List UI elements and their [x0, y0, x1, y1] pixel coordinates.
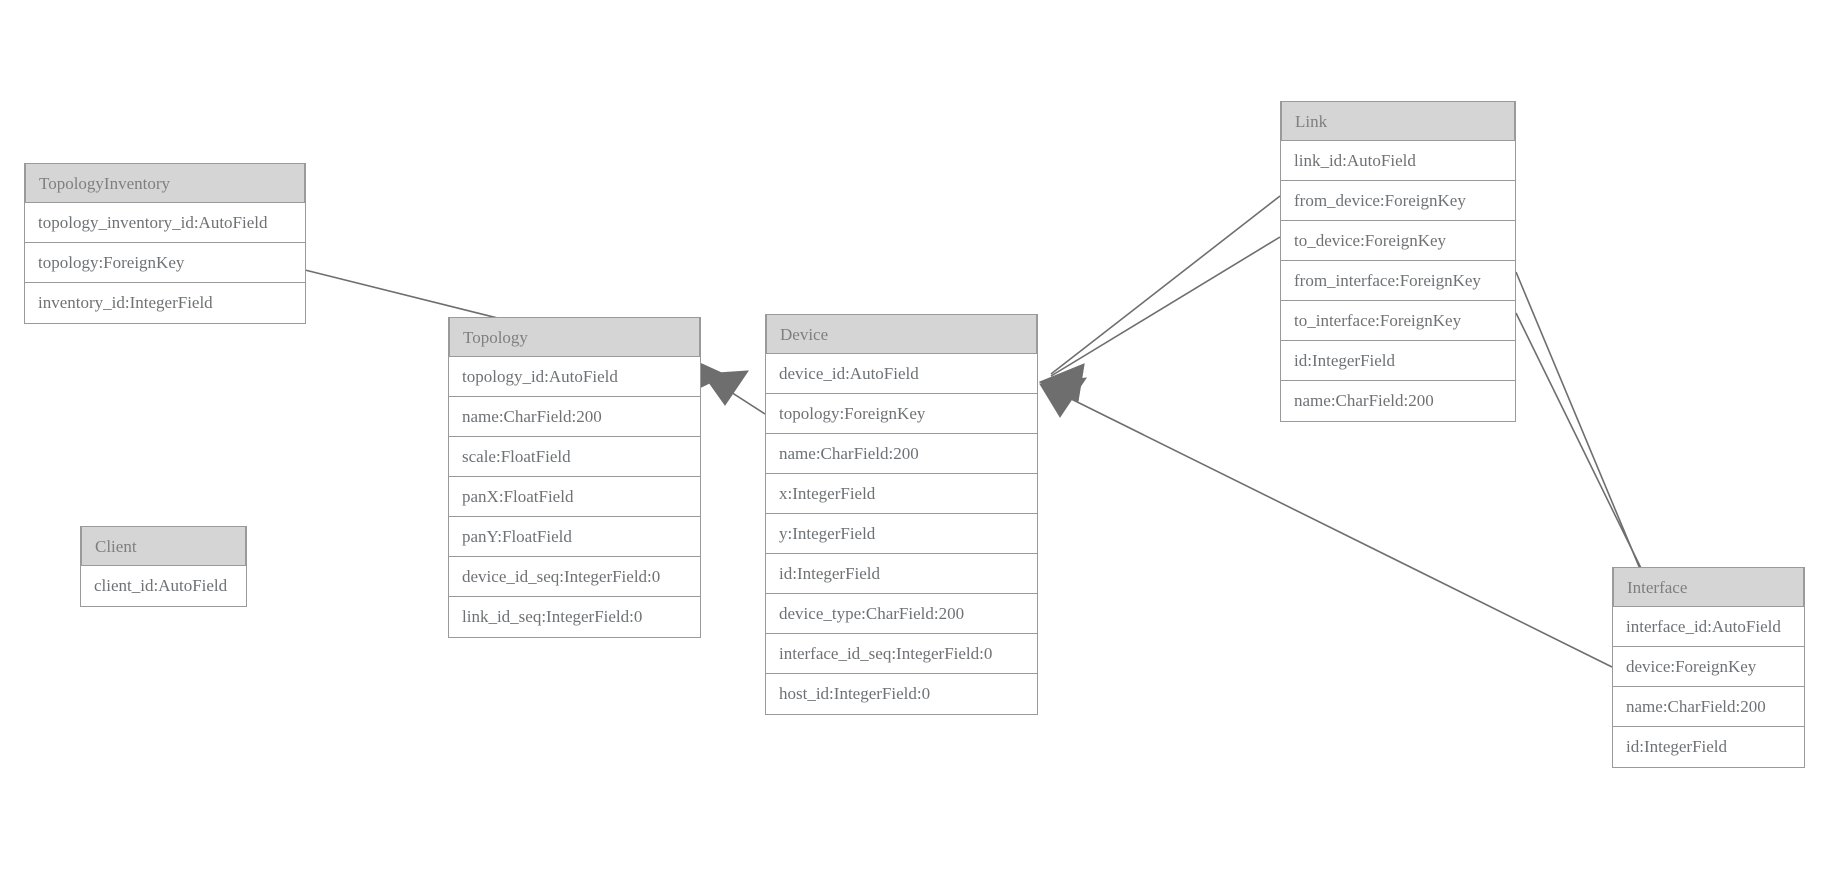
entity-title-link: Link: [1281, 101, 1515, 141]
entity-field: y:IntegerField: [766, 514, 1037, 554]
entity-field: link_id_seq:IntegerField:0: [449, 597, 700, 637]
entity-field: device:ForeignKey: [1613, 647, 1804, 687]
entity-field: id:IntegerField: [1613, 727, 1804, 767]
entity-title-topology: Topology: [449, 317, 700, 357]
entity-field: inventory_id:IntegerField: [25, 283, 305, 323]
entity-field: from_interface:ForeignKey: [1281, 261, 1515, 301]
relationship-arrowhead-interface-device: [1039, 377, 1088, 418]
relationship-line-link-from-interface: [1515, 271, 1659, 613]
relationship-arrowhead-link-to-device: [1038, 363, 1085, 402]
entity-title-client: Client: [81, 526, 246, 566]
relationship-arrowhead-link-from-device: [1038, 363, 1085, 402]
entity-title-topology-inventory: TopologyInventory: [25, 163, 305, 203]
entity-field: device_id:AutoField: [766, 354, 1037, 394]
entity-field: host_id:IntegerField:0: [766, 674, 1037, 714]
entity-field: scale:FloatField: [449, 437, 700, 477]
entity-field: panX:FloatField: [449, 477, 700, 517]
entity-field: link_id:AutoField: [1281, 141, 1515, 181]
entity-field: to_interface:ForeignKey: [1281, 301, 1515, 341]
relationship-line-device-topology: [705, 375, 766, 415]
entity-title-device: Device: [766, 314, 1037, 354]
entity-field: interface_id_seq:IntegerField:0: [766, 634, 1037, 674]
relationship-arrowhead-device-topology: [702, 370, 749, 406]
entity-field: topology:ForeignKey: [766, 394, 1037, 434]
relationship-line-link-from-device: [1050, 195, 1281, 375]
entity-field: name:CharField:200: [449, 397, 700, 437]
entity-field: to_device:ForeignKey: [1281, 221, 1515, 261]
entity-field: name:CharField:200: [1613, 687, 1804, 727]
entity-field: interface_id:AutoField: [1613, 607, 1804, 647]
entity-field: topology:ForeignKey: [25, 243, 305, 283]
entity-field: client_id:AutoField: [81, 566, 246, 606]
entity-field: id:IntegerField: [1281, 341, 1515, 381]
entity-field: device_type:CharField:200: [766, 594, 1037, 634]
entity-field: x:IntegerField: [766, 474, 1037, 514]
entity-title-interface: Interface: [1613, 567, 1804, 607]
entity-field: name:CharField:200: [766, 434, 1037, 474]
entity-field: name:CharField:200: [1281, 381, 1515, 421]
entity-field: topology_id:AutoField: [449, 357, 700, 397]
entity-field: panY:FloatField: [449, 517, 700, 557]
entity-field: device_id_seq:IntegerField:0: [449, 557, 700, 597]
relationship-line-link-to-device: [1050, 236, 1281, 377]
entity-field: topology_inventory_id:AutoField: [25, 203, 305, 243]
relationship-line-interface-device: [1048, 387, 1613, 668]
entity-field: from_device:ForeignKey: [1281, 181, 1515, 221]
entity-field: id:IntegerField: [766, 554, 1037, 594]
